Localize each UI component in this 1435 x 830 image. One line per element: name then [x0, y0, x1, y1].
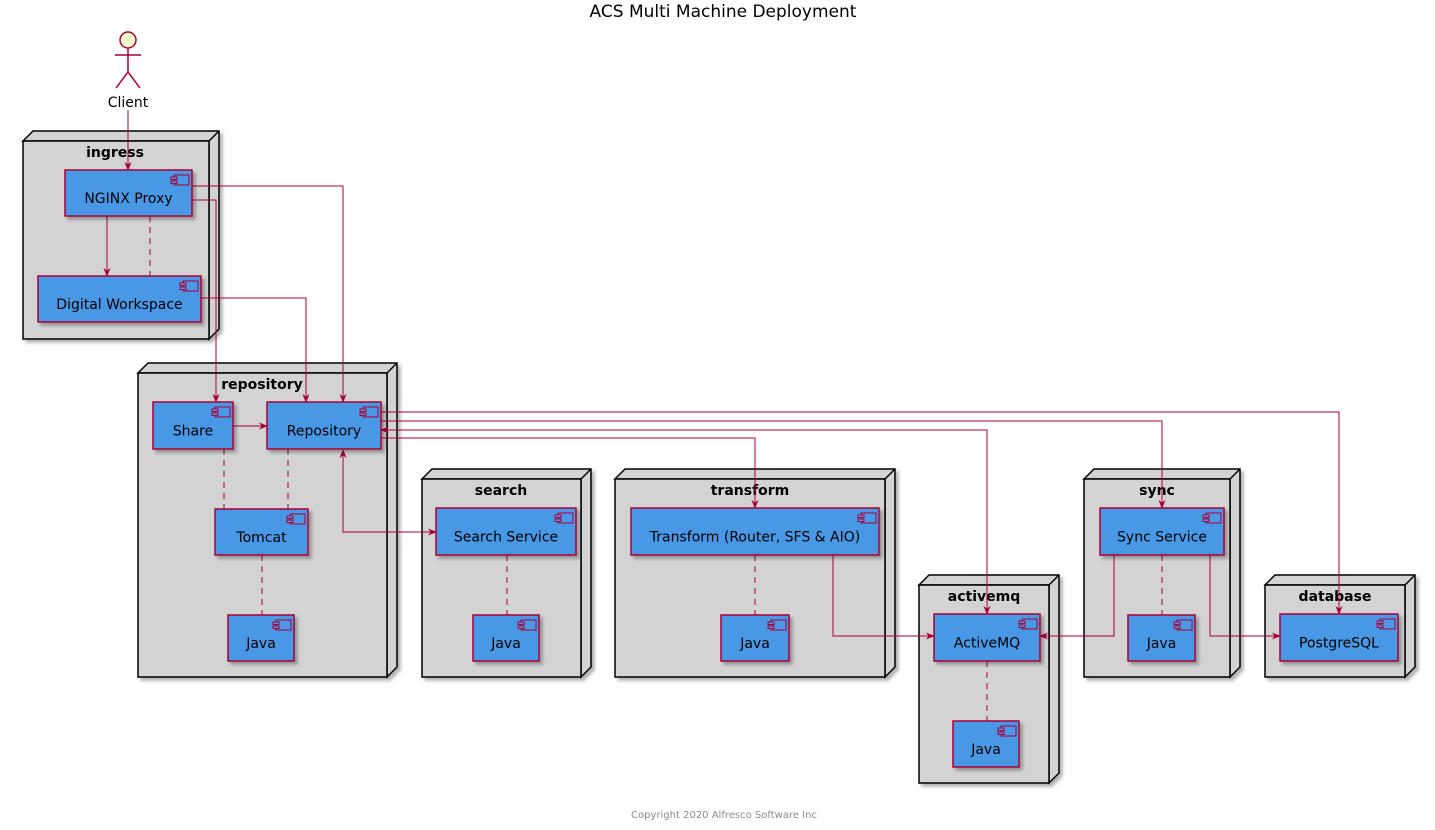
copyright-footer: Copyright 2020 Alfresco Software Inc: [631, 810, 817, 821]
component-icon: [286, 513, 306, 525]
component-transform: Transform (Router, SFS & AIO): [630, 507, 880, 556]
component-label: Repository: [287, 424, 361, 440]
component-sync-java: Java: [1127, 614, 1196, 662]
edges: [103, 110, 1343, 721]
component-icon: [857, 512, 877, 524]
component-label: Tomcat: [235, 530, 287, 546]
component-label: Search Service: [454, 530, 558, 546]
component-icon: [1173, 619, 1193, 631]
component-nginx-proxy: NGINX Proxy: [64, 169, 193, 217]
component-postgresql: PostgreSQL: [1279, 613, 1399, 662]
node-label-search: search: [475, 483, 527, 499]
component-search-java: Java: [472, 614, 540, 662]
component-icon: [1202, 512, 1222, 524]
diagram-title: ACS Multi Machine Deployment: [590, 2, 857, 22]
component-icon: [517, 619, 537, 631]
component-label: PostgreSQL: [1299, 636, 1379, 652]
component-icon: [554, 512, 574, 524]
component-label: Java: [1146, 636, 1177, 652]
component-label: Transform (Router, SFS & AIO): [649, 530, 860, 546]
node-label-activemq: activemq: [948, 589, 1020, 605]
component-label: Share: [173, 424, 213, 440]
component-label: Java: [739, 636, 770, 652]
component-label: Java: [970, 742, 1001, 758]
component-label: ActiveMQ: [954, 636, 1020, 652]
component-sync-service: Sync Service: [1099, 507, 1225, 556]
node-label-sync: sync: [1139, 483, 1175, 499]
component-label: Digital Workspace: [56, 297, 182, 313]
component-repository: Repository: [266, 401, 382, 450]
client-actor-icon: [115, 31, 141, 89]
component-icon: [1018, 618, 1038, 630]
component-label: Sync Service: [1117, 530, 1207, 546]
component-search-service: Search Service: [435, 507, 577, 556]
component-label: NGINX Proxy: [84, 191, 172, 207]
component-digital-workspace: Digital Workspace: [37, 275, 202, 323]
component-tomcat: Tomcat: [214, 508, 309, 556]
component-icon: [997, 725, 1017, 737]
node-label-database: database: [1299, 589, 1372, 605]
component-transform-java: Java: [720, 614, 790, 662]
component-label: Java: [245, 636, 276, 652]
component-icon: [179, 280, 199, 292]
client-label: Client: [108, 95, 149, 111]
component-icon: [359, 406, 379, 418]
component-icon: [211, 406, 231, 418]
component-icon: [170, 174, 190, 186]
component-icon: [1376, 618, 1396, 630]
node-label-transform: transform: [711, 483, 790, 499]
component-repo-java: Java: [227, 614, 295, 662]
node-label-ingress: ingress: [86, 145, 144, 161]
component-share: Share: [152, 401, 234, 450]
component-icon: [767, 619, 787, 631]
component-activemq: ActiveMQ: [933, 613, 1041, 662]
component-activemq-java: Java: [952, 720, 1020, 768]
component-icon: [272, 619, 292, 631]
node-label-repository: repository: [221, 377, 303, 393]
component-label: Java: [490, 636, 521, 652]
